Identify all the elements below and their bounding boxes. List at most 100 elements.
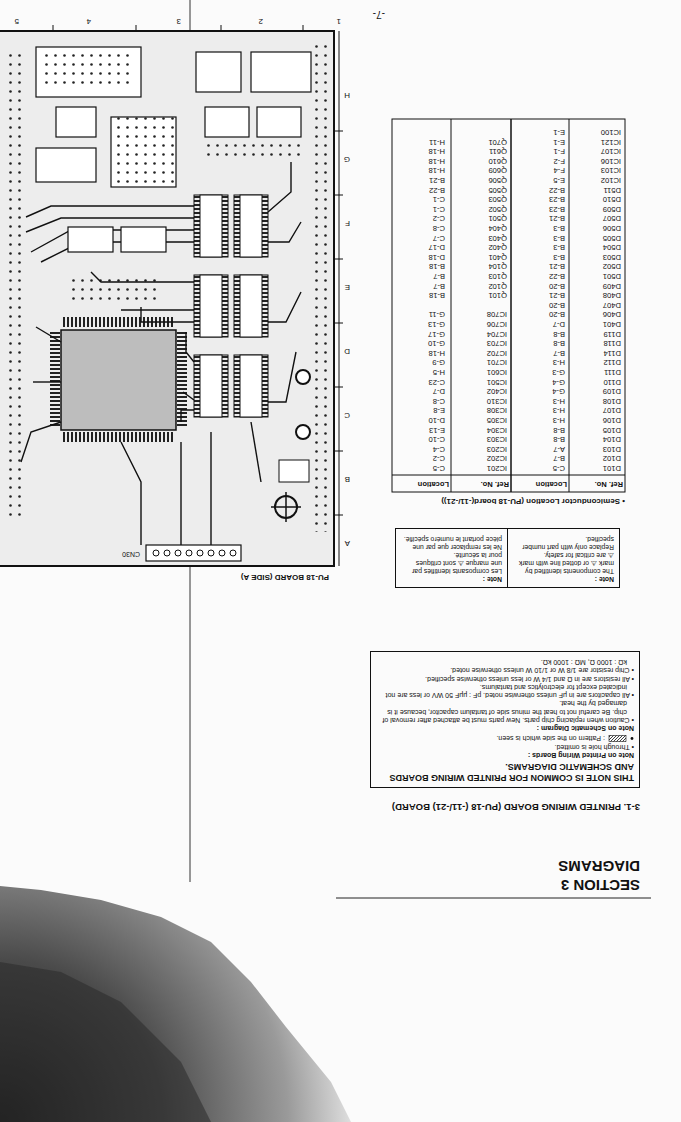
ref-number: D507 xyxy=(603,214,621,222)
grid-location: D-7 xyxy=(553,320,565,328)
ref-number: D103 xyxy=(603,444,621,452)
grid-location: B-8 xyxy=(553,339,565,347)
grid-location: B-7 xyxy=(553,348,565,356)
grid-location: B-18 xyxy=(429,262,445,270)
ref-number: Q102 xyxy=(488,281,507,289)
grid-location: A-7 xyxy=(553,444,565,452)
ref-number: D401 xyxy=(603,320,621,328)
grid-location: C-5 xyxy=(553,464,565,472)
grid-location: H-18 xyxy=(429,348,445,356)
ref-number: Q611 xyxy=(489,147,507,155)
ref-number: Q404 xyxy=(488,224,507,232)
grid-number: 1 xyxy=(337,16,341,25)
note-text: Les composants identifiés par une marque… xyxy=(401,551,502,575)
board-name: PU-18 BOARD (SIDE A) xyxy=(240,572,330,581)
grid-location: B-21 xyxy=(549,291,565,299)
grid-location: C-2 xyxy=(433,454,445,462)
ref-number: Q503 xyxy=(488,195,507,203)
grid-location: E-13 xyxy=(429,425,445,433)
ref-number: Q609 xyxy=(488,166,507,174)
note-heading: Note : xyxy=(401,575,502,583)
ref-number: IC601 xyxy=(487,368,507,376)
ref-number: IC203 xyxy=(487,444,507,452)
table-header: Location xyxy=(536,480,567,488)
grid-location: B-21 xyxy=(549,214,565,222)
grid-location: H-3 xyxy=(553,406,565,414)
ref-number: IC308 xyxy=(487,406,507,414)
note-heading: Note : xyxy=(513,575,614,583)
ref-number: D105 xyxy=(603,425,621,433)
note-text: • All resistors are in Ω and 1/4 W or le… xyxy=(376,674,634,682)
grid-location: H-3 xyxy=(553,416,565,424)
note-title: THIS NOTE IS COMMON FOR PRINTED WIRING B… xyxy=(376,762,634,783)
ref-number: D509 xyxy=(603,204,621,212)
table-header: Ref. No. xyxy=(481,480,509,488)
grid-location: B-3 xyxy=(553,243,565,251)
grid-location: C-10 xyxy=(429,435,445,443)
note-text: kΩ : 1000 Ω, MΩ : 1000 kΩ. xyxy=(376,658,634,666)
grid-location: E-5 xyxy=(553,176,565,184)
grid-location: C-7 xyxy=(433,233,445,241)
grid-location: B-20 xyxy=(549,300,565,308)
grid-location: G-9 xyxy=(432,358,445,366)
ref-number: D119 xyxy=(603,329,621,337)
ref-number: D106 xyxy=(603,416,621,424)
note-text: • Caution when replacing chip parts. New… xyxy=(376,699,634,724)
page-number: -7- xyxy=(373,9,385,20)
grid-location: F-4 xyxy=(554,166,565,174)
grid-location: H-18 xyxy=(429,147,445,155)
table-title: • Semiconductor Location (PU-18 board(-1… xyxy=(441,496,625,505)
grid-location: C-4 xyxy=(433,444,445,452)
ref-number: D110 xyxy=(603,377,621,385)
ref-number: IC703 xyxy=(487,339,507,347)
note-box: THIS NOTE IS COMMON FOR PRINTED WIRING B… xyxy=(370,651,640,788)
grid-location: D-7 xyxy=(433,387,445,395)
note-text: : Pattern on the side which is seen. xyxy=(496,734,605,742)
pattern-note-row: : Pattern on the side which is seen. xyxy=(376,734,634,742)
grid-location: B-7 xyxy=(433,281,445,289)
grid-location: H-5 xyxy=(433,368,445,376)
note-heading: Note on Printed Wiring Boards : xyxy=(376,751,634,759)
ref-number: Q403 xyxy=(488,233,507,241)
grid-location: G-10 xyxy=(428,339,445,347)
ref-number: D407 xyxy=(603,300,621,308)
grid-location: H-3 xyxy=(553,358,565,366)
grid-location: B-7 xyxy=(553,454,565,462)
grid-location: C-23 xyxy=(429,377,445,385)
ref-number: D501 xyxy=(603,272,621,280)
grid-letter: G xyxy=(344,154,350,163)
ref-number: IC708 xyxy=(487,310,507,318)
grid-location: B-22 xyxy=(429,185,445,193)
ref-number: D409 xyxy=(603,281,621,289)
ref-number: IC310 xyxy=(487,396,507,404)
table-header: Ref. No. xyxy=(595,480,623,488)
ref-number: D502 xyxy=(603,262,621,270)
grid-location: B-3 xyxy=(553,233,565,241)
grid-location: E-8 xyxy=(433,406,445,414)
ref-number: D408 xyxy=(603,291,621,299)
ref-number: D510 xyxy=(603,195,621,203)
grid-location: C-8 xyxy=(433,396,445,404)
note-text: • Through hole is omitted. xyxy=(376,742,634,750)
ref-number: Q103 xyxy=(488,272,507,280)
ref-number: IC202 xyxy=(487,454,507,462)
ref-number: IC201 xyxy=(487,464,507,472)
ref-number: D503 xyxy=(603,252,621,260)
grid-location: D-10 xyxy=(429,416,445,424)
ref-number: IC501 xyxy=(487,377,507,385)
ref-number: Q101 xyxy=(488,291,507,299)
ref-number: Q502 xyxy=(488,204,507,212)
ref-number: Q501 xyxy=(488,214,507,222)
grid-number: 5 xyxy=(15,16,19,25)
ref-number: D505 xyxy=(603,233,621,241)
ref-number: D109 xyxy=(603,387,621,395)
ref-number: D406 xyxy=(603,310,621,318)
ref-number: D107 xyxy=(603,406,621,414)
ref-number: Q402 xyxy=(488,243,507,251)
ref-number: Q505 xyxy=(488,185,507,193)
grid-location: B-3 xyxy=(553,252,565,260)
safety-note-box: Note :Les composants identifiés par une … xyxy=(395,528,508,588)
note-heading: Note on Schematic Diagram : xyxy=(376,724,634,732)
grid-location: B-22 xyxy=(549,272,565,280)
grid-letter: B xyxy=(345,474,350,483)
